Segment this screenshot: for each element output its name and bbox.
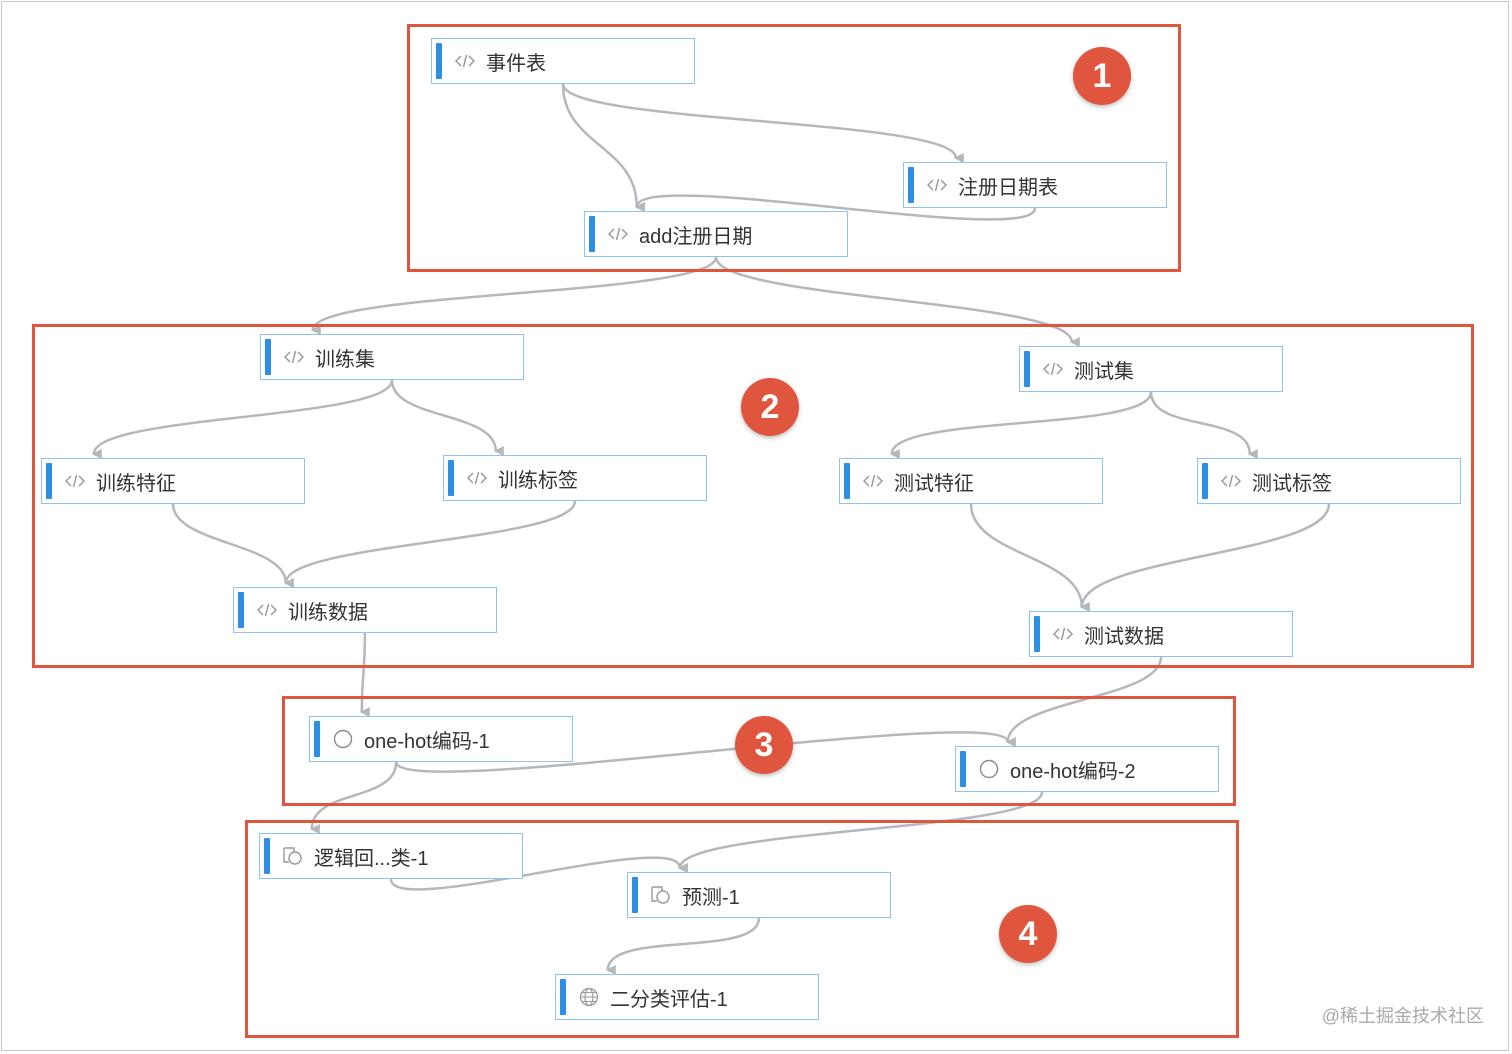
node-test-features[interactable]: 测试特征	[839, 458, 1103, 504]
group-badge-3: 3	[735, 716, 793, 774]
node-label: 训练数据	[288, 601, 368, 624]
code-icon	[256, 599, 278, 621]
node-accent-bar	[844, 463, 850, 499]
code-icon	[1220, 470, 1242, 492]
node-register-date-table[interactable]: 注册日期表	[903, 162, 1167, 208]
node-accent-bar	[1034, 616, 1040, 652]
node-event-table[interactable]: 事件表	[431, 38, 695, 84]
node-train-labels[interactable]: 训练标签	[443, 455, 707, 501]
node-onehot-2[interactable]: one-hot编码-2	[955, 746, 1219, 792]
code-icon	[64, 470, 86, 492]
node-label: 预测-1	[682, 886, 740, 909]
circle-icon	[332, 728, 354, 750]
node-accent-bar	[1202, 463, 1208, 499]
node-binary-eval[interactable]: 二分类评估-1	[555, 974, 819, 1020]
circle-icon	[978, 758, 1000, 780]
group-box-4	[245, 820, 1239, 1038]
node-label: 注册日期表	[958, 176, 1058, 199]
node-label: 测试数据	[1084, 625, 1164, 648]
node-label: one-hot编码-1	[364, 730, 490, 753]
edge-test_features-to-test_data	[969, 503, 1090, 612]
node-train-data[interactable]: 训练数据	[233, 587, 497, 633]
node-label: add注册日期	[639, 225, 753, 248]
node-label: 逻辑回...类-1	[314, 847, 429, 870]
node-label: 测试集	[1074, 360, 1134, 383]
edge-event_table-to-register_date_table	[561, 83, 964, 163]
node-accent-bar	[46, 463, 52, 499]
edge-train_set-to-train_features	[91, 379, 394, 460]
node-label: 测试标签	[1252, 472, 1332, 495]
code-icon	[607, 223, 629, 245]
group-box-3	[282, 696, 1236, 806]
node-accent-bar	[448, 460, 454, 496]
node-test-data[interactable]: 测试数据	[1029, 611, 1293, 657]
edge-onehot_2-to-predict	[677, 791, 1044, 874]
node-test-set[interactable]: 测试集	[1019, 346, 1283, 392]
code-icon	[1042, 358, 1064, 380]
model-icon	[650, 884, 672, 906]
node-accent-bar	[238, 592, 244, 628]
node-predict[interactable]: 预测-1	[627, 872, 891, 918]
edge-train_data-to-onehot_1	[359, 632, 370, 718]
node-train-set[interactable]: 训练集	[260, 334, 524, 380]
code-icon	[283, 346, 305, 368]
code-icon	[1052, 623, 1074, 645]
node-label: 训练标签	[498, 469, 578, 492]
node-accent-bar	[264, 838, 270, 874]
node-test-labels[interactable]: 测试标签	[1197, 458, 1461, 504]
model-icon	[282, 845, 304, 867]
node-accent-bar	[265, 339, 271, 375]
code-icon	[454, 50, 476, 72]
node-onehot-1[interactable]: one-hot编码-1	[309, 716, 573, 762]
node-accent-bar	[560, 979, 566, 1015]
watermark: @稀土掘金技术社区	[1321, 1006, 1484, 1026]
globe-icon	[578, 986, 600, 1008]
edge-logistic-to-predict	[389, 856, 688, 891]
node-label: 训练集	[315, 348, 375, 371]
node-train-features[interactable]: 训练特征	[41, 458, 305, 504]
group-badge-4: 4	[999, 905, 1057, 963]
code-icon	[926, 174, 948, 196]
node-accent-bar	[436, 43, 442, 79]
node-label: 测试特征	[894, 472, 974, 495]
node-accent-bar	[960, 751, 966, 787]
code-icon	[466, 467, 488, 489]
edge-onehot_1-to-onehot_2	[394, 731, 1016, 773]
edge-train_labels-to-train_data	[283, 500, 577, 589]
node-label: 训练特征	[96, 472, 176, 495]
group-badge-1: 1	[1073, 47, 1131, 105]
edge-test_labels-to-test_data	[1079, 503, 1331, 613]
edge-train_set-to-train_labels	[390, 379, 504, 456]
edge-register_date_table-to-add_register_date	[634, 194, 1037, 221]
node-label: 二分类评估-1	[610, 988, 728, 1011]
edge-test_data-to-onehot_2	[1005, 656, 1163, 748]
node-accent-bar	[1024, 351, 1030, 387]
node-label: one-hot编码-2	[1010, 760, 1136, 783]
node-accent-bar	[908, 167, 914, 203]
code-icon	[862, 470, 884, 492]
group-box-1	[407, 24, 1181, 272]
group-badge-2: 2	[741, 378, 799, 436]
edge-test_set-to-test_features	[889, 391, 1153, 460]
node-accent-bar	[314, 721, 320, 757]
edge-train_features-to-train_data	[171, 503, 294, 588]
node-add-register-date[interactable]: add注册日期	[584, 211, 848, 257]
edge-predict-to-binary_eval	[605, 917, 761, 976]
edge-test_set-to-test_labels	[1149, 391, 1258, 459]
group-box-2	[32, 324, 1474, 668]
node-label: 事件表	[486, 52, 546, 75]
node-accent-bar	[632, 877, 638, 913]
node-accent-bar	[589, 216, 595, 252]
node-logistic-regression[interactable]: 逻辑回...类-1	[259, 833, 523, 879]
edge-onehot_1-to-logistic	[309, 761, 398, 835]
edge-event_table-to-add_register_date	[561, 83, 645, 212]
